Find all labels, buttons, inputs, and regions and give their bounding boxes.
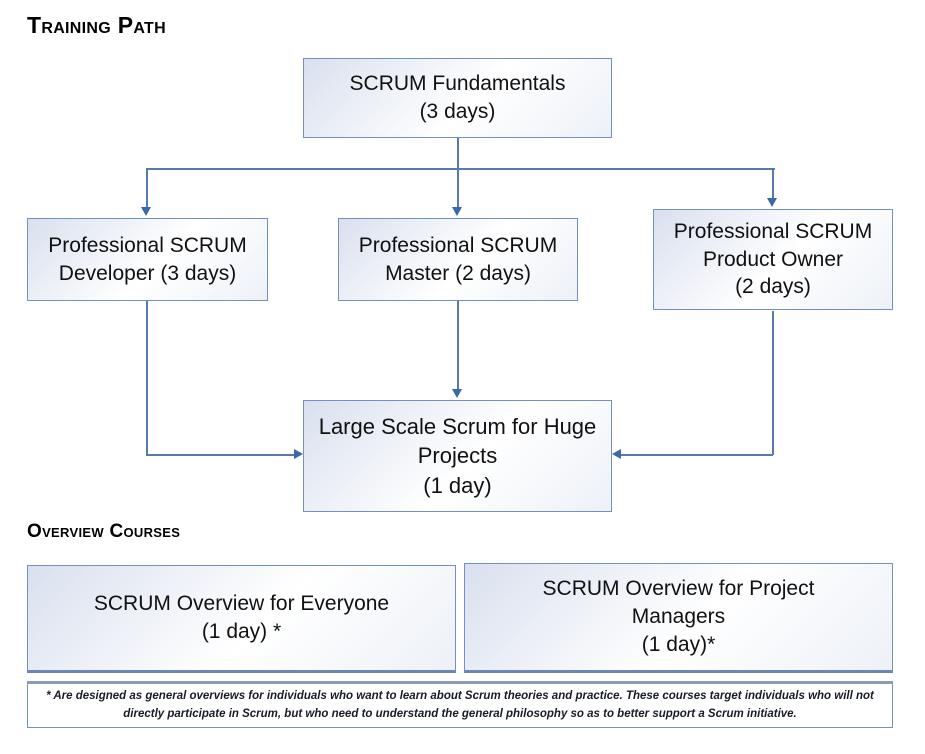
footnote-text: * Are designed as general overviews for … — [46, 690, 874, 720]
box-scrum-fundamentals: SCRUM Fundamentals (3 days) — [303, 58, 612, 138]
connector-spread-bar — [146, 168, 775, 170]
box-professional-scrum-product-owner: Professional SCRUM Product Owner (2 days… — [653, 209, 893, 310]
box-professional-scrum-developer: Professional SCRUM Developer (3 days) — [27, 218, 268, 301]
box-line: (2 days) — [735, 275, 811, 299]
box-scrum-overview-project-managers: SCRUM Overview for Project Managers (1 d… — [464, 563, 893, 673]
box-line: Developer (3 days) — [58, 261, 237, 285]
connector-product-owner-down — [772, 311, 774, 455]
box-line: Professional SCRUM — [673, 219, 873, 243]
training-path-heading: Training Path — [27, 12, 166, 38]
box-line: Projects — [417, 443, 498, 469]
box-line: (1 day) — [423, 472, 492, 498]
arrowhead-down-large-scale-icon — [452, 389, 462, 398]
arrowhead-down-developer-icon — [141, 207, 151, 216]
box-line: Professional SCRUM — [358, 233, 558, 257]
connector-fundamentals-to-master — [457, 168, 459, 209]
box-large-scale-scrum: Large Scale Scrum for Huge Projects (1 d… — [303, 400, 612, 512]
connector-product-owner-to-large-scale — [621, 454, 773, 456]
box-line: Master (2 days) — [385, 261, 531, 285]
box-line: SCRUM Overview for Everyone — [93, 592, 390, 616]
box-line: Product Owner — [702, 247, 844, 271]
box-line: SCRUM Overview for Project — [542, 577, 815, 601]
arrowhead-down-master-icon — [452, 207, 462, 216]
box-line: (3 days) — [419, 100, 496, 123]
box-scrum-overview-everyone: SCRUM Overview for Everyone (1 day) * — [27, 565, 456, 673]
footnote-box: * Are designed as general overviews for … — [27, 681, 893, 728]
arrowhead-left-large-scale-icon — [612, 449, 621, 459]
connector-master-to-large-scale — [457, 301, 459, 391]
arrowhead-down-product-owner-icon — [767, 198, 777, 207]
box-line: Managers — [631, 605, 726, 629]
arrowhead-right-large-scale-icon — [294, 449, 303, 459]
connector-developer-to-large-scale — [146, 454, 295, 456]
connector-fundamentals-to-product-owner — [772, 168, 774, 200]
box-line: Professional SCRUM — [48, 233, 247, 257]
box-line: (1 day)* — [641, 632, 716, 656]
connector-developer-down — [146, 301, 148, 455]
connector-fundamentals-to-developer — [146, 168, 148, 209]
box-professional-scrum-master: Professional SCRUM Master (2 days) — [338, 218, 578, 301]
box-line: (1 day) * — [201, 620, 282, 643]
box-line: SCRUM Fundamentals — [349, 72, 566, 96]
box-line: Large Scale Scrum for Huge — [318, 414, 597, 440]
overview-courses-heading: Overview Courses — [27, 521, 181, 542]
connector-fundamentals-stem — [457, 138, 459, 169]
